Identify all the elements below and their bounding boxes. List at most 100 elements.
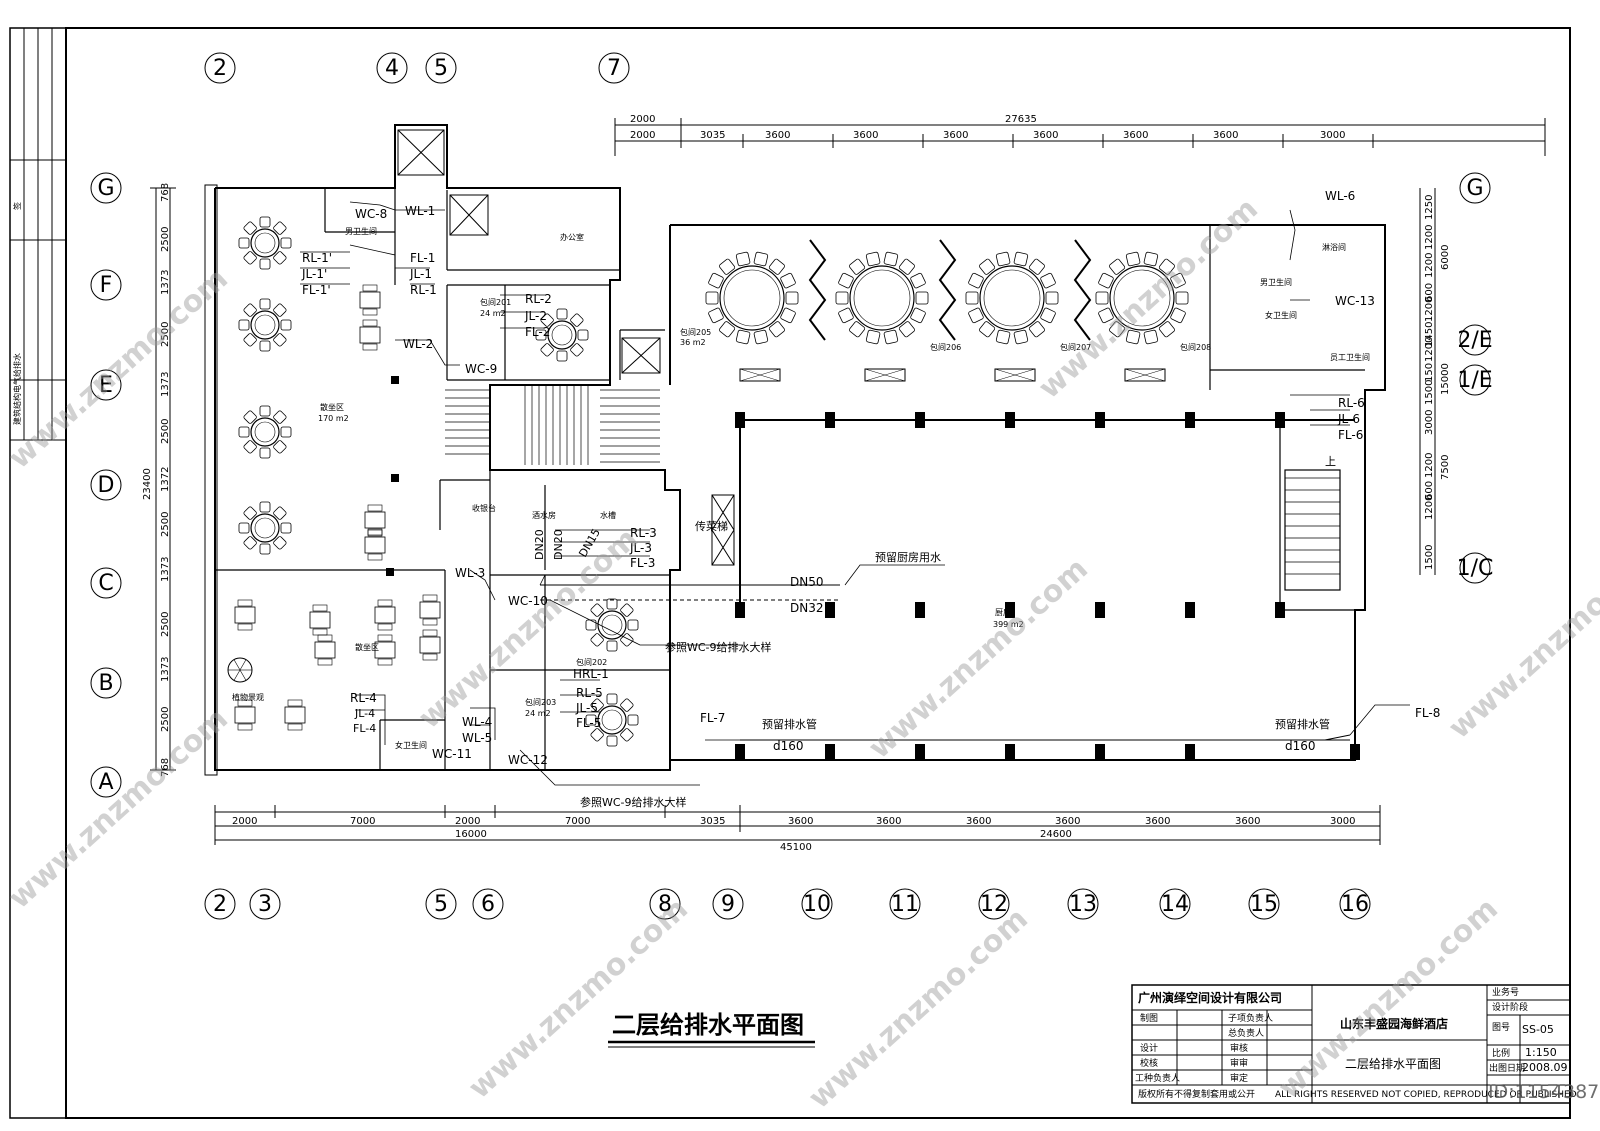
axis-bottom-9-circle xyxy=(1067,888,1099,920)
label-pipes-fl1: FL-1' xyxy=(302,283,331,297)
axis-left-6: A xyxy=(98,770,113,795)
axis-right-3-circle xyxy=(1459,552,1491,584)
column xyxy=(1095,744,1105,760)
label-pipes-fl2: FL-2 xyxy=(525,325,550,339)
table-left-2 xyxy=(238,298,292,352)
axis-left-5: B xyxy=(98,671,113,696)
room-205: 包间205 xyxy=(680,327,711,337)
axis-right-0-circle xyxy=(1459,172,1491,204)
room-207: 包间207 xyxy=(1060,342,1091,352)
axis-bottom-1: 3 xyxy=(258,892,272,917)
label-pipes-jl4: JL-4 xyxy=(354,707,375,720)
square-table xyxy=(364,529,386,561)
dim-left-seg-3: 2500 xyxy=(160,322,171,347)
axis-left-4: C xyxy=(98,571,113,596)
label-pipes-dn50: DN50 xyxy=(790,575,824,589)
side-strip: 签 建筑结构电气给排水 xyxy=(10,28,66,441)
axis-top-3-circle xyxy=(598,52,630,84)
tb-rights: ALL RIGHTS RESERVED NOT COPIED, REPRODUC… xyxy=(1275,1090,1577,1100)
dim-left-seg-6: 1372 xyxy=(160,467,171,492)
column xyxy=(391,474,399,482)
dim-left: 7682500137325001373250013722500137325001… xyxy=(160,183,171,777)
label-pipes-wl5: WL-5 xyxy=(462,731,492,745)
dim-left-seg-0: 768 xyxy=(160,183,171,202)
label-pipes-jl1: JL-1' xyxy=(301,267,327,281)
tb-head1: 子项负责人 xyxy=(1228,1012,1273,1024)
tb-design: 设计 xyxy=(1140,1042,1158,1054)
room-206: 包间206 xyxy=(930,342,961,352)
label-pipes-wc9: WC-9 xyxy=(465,362,497,376)
label-pipes-rl2: RL-2 xyxy=(525,292,552,306)
dim-bottom-24600: 24600 xyxy=(1040,829,1072,840)
axis-right-2: 1/E xyxy=(1457,368,1492,393)
dim-bottom-16000: 16000 xyxy=(455,829,487,840)
room-kitchen: 厨房 xyxy=(995,607,1011,617)
label-pipes-rl6: RL-6 xyxy=(1338,396,1365,410)
dim-left-seg-10: 1373 xyxy=(160,657,171,682)
column xyxy=(1185,744,1195,760)
elevator-shafts xyxy=(397,129,735,566)
square-table xyxy=(374,634,396,666)
dim-bottom-seg-1: 7000 xyxy=(350,816,375,827)
room-208: 包间208 xyxy=(1180,342,1211,352)
axis-top-0: 2 xyxy=(213,56,227,81)
tb-date: 2008.09 xyxy=(1522,1061,1568,1074)
right-dimensions xyxy=(1419,188,1436,575)
bottom-dimensions xyxy=(214,805,1381,845)
watermark-8: www.znzmo.com xyxy=(1272,891,1505,1106)
dim-bottom-seg-5: 3600 xyxy=(788,816,813,827)
dim-right-seg-5: 1450 xyxy=(1424,322,1435,347)
tb-stage: 设计阶段 xyxy=(1492,1001,1528,1013)
axis-bottom-2: 5 xyxy=(434,892,448,917)
square-table xyxy=(359,284,381,316)
axis-right-1-circle xyxy=(1459,324,1491,356)
dim-bottom-seg-0: 2000 xyxy=(232,816,257,827)
column xyxy=(1275,412,1285,428)
table-left-4 xyxy=(238,501,292,555)
column xyxy=(825,602,835,618)
label-pipes-jl2: JL-2 xyxy=(524,309,547,323)
label-pipes-wl6: WL-6 xyxy=(1325,189,1355,203)
table-left-3 xyxy=(238,405,292,459)
square-table xyxy=(234,599,256,631)
label-pipes-fl1b: FL-1 xyxy=(410,251,435,265)
column xyxy=(1185,602,1195,618)
room-205-area: 36 m2 xyxy=(680,338,706,347)
partitions xyxy=(215,188,1365,770)
room-plants: 植物景观 xyxy=(232,692,264,702)
label-pipes-wc13: WC-13 xyxy=(1335,294,1375,308)
axis-left-2: E xyxy=(99,373,113,398)
axis-bottom-2-circle xyxy=(425,888,457,920)
table-room-206 xyxy=(835,251,929,345)
folding-partitions xyxy=(808,239,1092,341)
column xyxy=(386,568,394,576)
side-label-sign: 签 xyxy=(12,202,22,210)
label-pipes-fl8: FL-8 xyxy=(1415,706,1440,720)
room-staff-wc: 员工卫生间 xyxy=(1330,352,1370,362)
room-women-wc: 女卫生间 xyxy=(395,740,427,750)
room-serving: 传菜梯 xyxy=(695,520,728,533)
label-pipes-fl3: FL-3 xyxy=(630,556,655,570)
dim-top-seg-2: 3600 xyxy=(765,130,790,141)
room-shower: 淋浴间 xyxy=(1322,242,1346,252)
column xyxy=(825,744,835,760)
label-pipes-fl7: FL-7 xyxy=(700,711,725,725)
watermark-5: www.znzmo.com xyxy=(862,551,1095,766)
axis-left-1-circle xyxy=(90,269,122,301)
room-202: 包间202 xyxy=(576,657,607,667)
dim-left-seg-5: 2500 xyxy=(160,419,171,444)
tb-check: 校核 xyxy=(1140,1057,1158,1069)
square-table xyxy=(234,699,256,731)
column xyxy=(1005,602,1015,618)
tb-drawing-name: 二层给排水平面图 xyxy=(1345,1057,1441,1071)
sideboard xyxy=(1124,368,1166,382)
label-pipes-wl1: WL-1 xyxy=(405,204,435,218)
label-pipes-dn20b: DN20 xyxy=(552,529,565,560)
label-pipes-dn20a: DN20 xyxy=(533,529,546,560)
dim-bottom-seg-2: 2000 xyxy=(455,816,480,827)
label-pipes-d160b: d160 xyxy=(1285,739,1316,753)
dim-bottom-seg-4: 3035 xyxy=(700,816,725,827)
axis-bottom-0-circle xyxy=(204,888,236,920)
